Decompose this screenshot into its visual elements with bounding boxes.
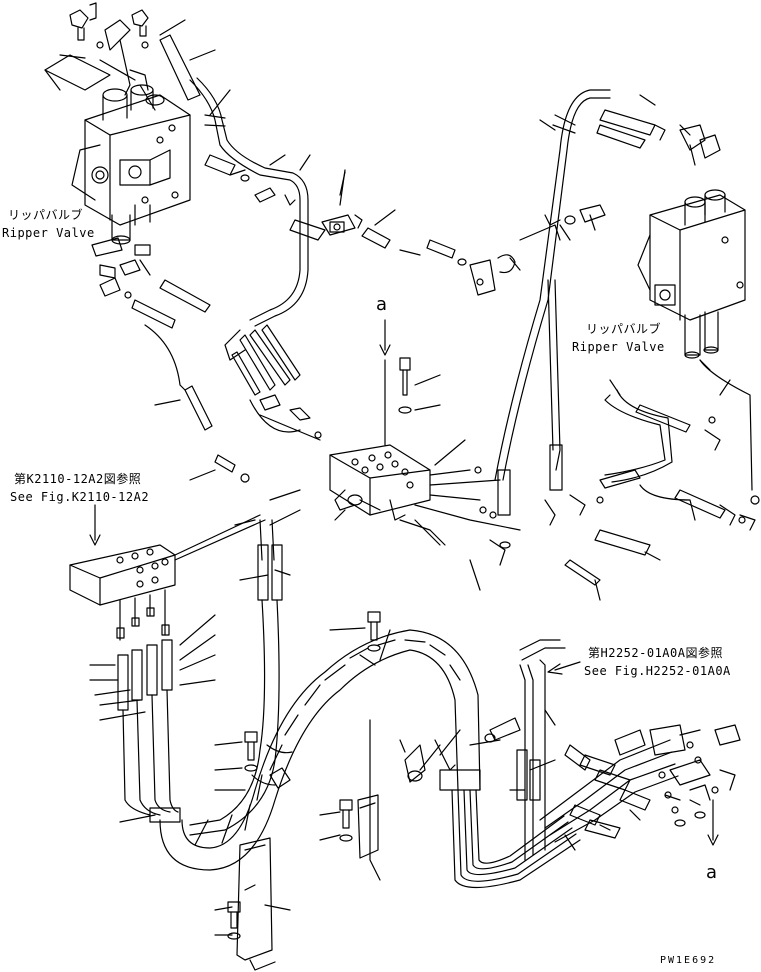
bolt-manifold <box>399 358 411 413</box>
bolts-bracket-upper-middle <box>205 155 390 248</box>
hose-right-loop <box>495 90 720 515</box>
fittings-left-column <box>92 238 249 482</box>
ripper-valve-left-label-jp: リッパバルブ <box>8 208 84 222</box>
reference-k2110-label-jp: 第K2110-12A2図参照 <box>14 472 142 486</box>
section-marker-a-top: a <box>376 294 388 315</box>
reference-h2252-label-jp: 第H2252-01A0A図参照 <box>588 646 723 660</box>
hose-middle-pair <box>232 325 321 440</box>
hose-wrapped-large <box>160 630 580 888</box>
fittings-top-left <box>45 3 200 110</box>
ripper-valve-left-label-en: Ripper Valve <box>2 226 95 240</box>
section-marker-a-bottom: a <box>706 862 718 883</box>
manifold-lower-left <box>70 515 265 640</box>
drawing-code: PW1E692 <box>660 955 717 966</box>
central-manifold <box>330 445 520 545</box>
ripper-valve-right-label-jp: リッパバルブ <box>586 322 662 336</box>
hose-upper-left-loop <box>190 78 308 360</box>
ripper-valve-left <box>72 85 190 244</box>
ripper-valve-right <box>638 190 745 358</box>
ripper-valve-right-label-en: Ripper Valve <box>572 340 665 354</box>
hose-bundle-lower-right <box>517 640 740 860</box>
hose-right-lower <box>490 360 759 585</box>
bolts-bracket-upper-right <box>427 205 605 295</box>
reference-arrows <box>90 320 718 845</box>
reference-h2252-label-en: See Fig.H2252-01A0A <box>584 664 731 678</box>
leader-lines <box>45 20 730 935</box>
reference-k2110-label-en: See Fig.K2110-12A2 <box>10 490 150 504</box>
